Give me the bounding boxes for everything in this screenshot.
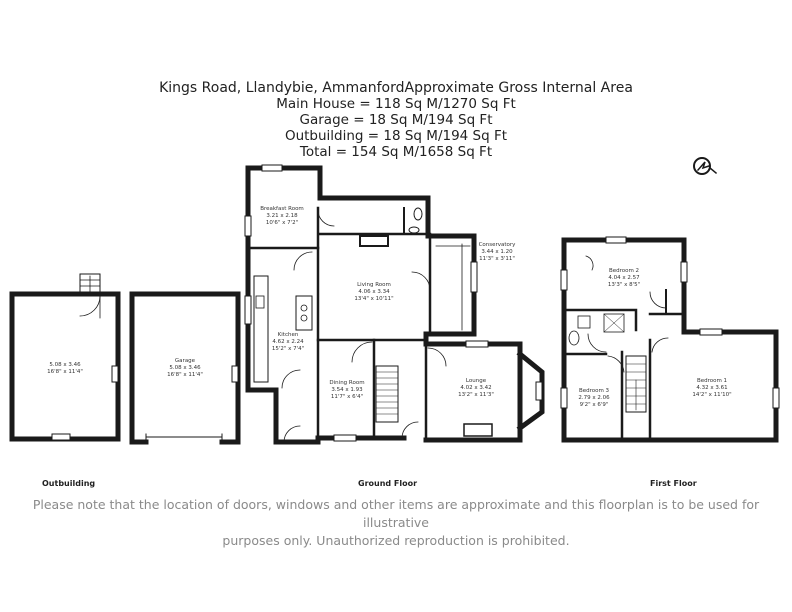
garage-area: Garage = 18 Sq M/194 Sq Ft — [299, 112, 493, 128]
garage-plan — [129, 291, 241, 445]
room-label-lounge: Lounge 4.02 x 3.42 13'2" x 11'3" — [458, 378, 494, 398]
room-label-breakfast-room: Breakfast Room 3.21 x 2.18 10'6" x 7'2" — [260, 206, 304, 226]
room-label-bedroom-2: Bedroom 2 4.04 x 2.57 13'3" x 8'5" — [607, 268, 641, 288]
disclaimer: Please note that the location of doors, … — [0, 496, 792, 550]
ground-floor-plan — [244, 164, 545, 445]
main-house-area: Main House = 118 Sq M/1270 Sq Ft — [276, 96, 516, 112]
room-label-dining-room: Dining Room 3.54 x 1.93 11'7" x 6'4" — [329, 380, 365, 400]
compass-icon — [693, 157, 718, 175]
outbuilding-plan — [9, 273, 121, 442]
total-area: Total = 154 Sq M/1658 Sq Ft — [299, 144, 493, 160]
room-label-outbuilding: 5.08 x 3.46 16'8" x 11'4" — [47, 362, 83, 375]
room-label-bedroom-3: Bedroom 3 2.79 x 2.06 9'2" x 6'9" — [578, 388, 610, 408]
room-label-garage: Garage 5.08 x 3.46 16'8" x 11'4" — [167, 358, 203, 378]
room-label-bedroom-1: Bedroom 1 4.32 x 3.61 14'2" x 11'10" — [692, 378, 732, 398]
first-floor-plan — [560, 236, 780, 443]
caption-outbuilding: Outbuilding — [42, 479, 96, 488]
room-label-living-room: Living Room 4.06 x 3.34 13'4" x 10'11" — [354, 282, 394, 302]
room-label-conservatory: Conservatory 3.44 x 1.20 11'3" x 3'11" — [478, 242, 516, 262]
outbuilding-area: Outbuilding = 18 Sq M/194 Sq Ft — [284, 128, 508, 144]
room-label-kitchen: Kitchen 4.62 x 2.24 15'2" x 7'4" — [271, 332, 305, 352]
address-title: Kings Road, Llandybie, AmmanfordApproxim… — [159, 80, 633, 96]
caption-first-floor: First Floor — [650, 479, 697, 488]
disclaimer-line-2: purposes only. Unauthorized reproduction… — [222, 533, 570, 548]
caption-ground-floor: Ground Floor — [358, 479, 418, 488]
disclaimer-line-1: Please note that the location of doors, … — [32, 497, 760, 530]
